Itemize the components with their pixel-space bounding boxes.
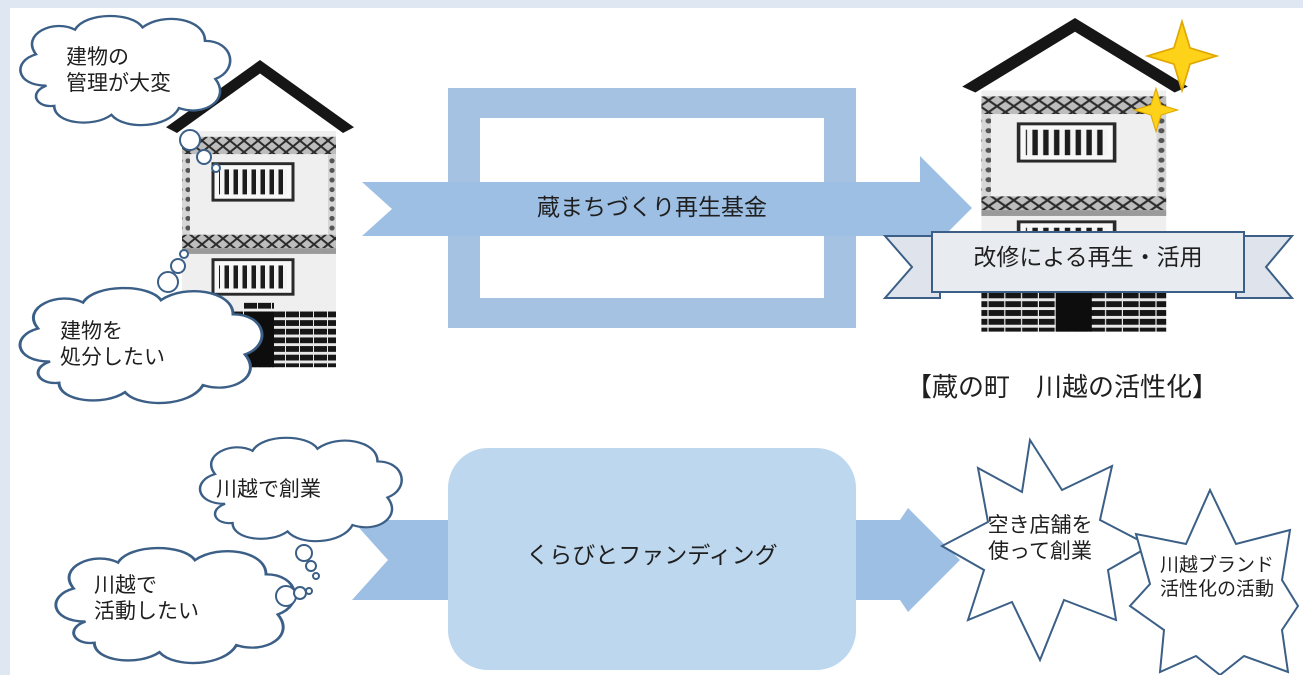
cloud-startup-text: 川越で創業: [216, 477, 321, 501]
cloud-dispose-text: 建物を 処分したい: [60, 319, 165, 370]
star-brand-shape: [1128, 487, 1300, 675]
crowdfunding-box: [448, 448, 856, 670]
crowdfunding-label: くらびとファンディング: [526, 543, 778, 569]
banner-ribbon: [882, 231, 1295, 299]
star-shop-shape: [939, 437, 1153, 663]
star-shop-text: 空き店舗を 使って創業: [987, 513, 1093, 564]
fund-arrow: [362, 156, 972, 260]
cloud-dispose-bubbles: [157, 249, 189, 293]
cloud-startup-bubbles: [295, 544, 320, 580]
star-brand-text: 川越ブランド 活性化の活動: [1159, 554, 1274, 600]
fund-label: 蔵まちづくり再生基金: [537, 195, 767, 221]
banner-label: 改修による再生・活用: [973, 245, 1203, 271]
fund-frame: [448, 88, 856, 328]
cloud-activity-bubbles: [275, 585, 313, 607]
cloud-manage-bubbles: [179, 129, 221, 173]
cloud-manage-text: 建物の 管理が大変: [66, 45, 171, 96]
cloud-activity-text: 川越で 活動したい: [94, 573, 199, 624]
town-caption: 【蔵の町 川越の活性化】: [906, 373, 1219, 403]
